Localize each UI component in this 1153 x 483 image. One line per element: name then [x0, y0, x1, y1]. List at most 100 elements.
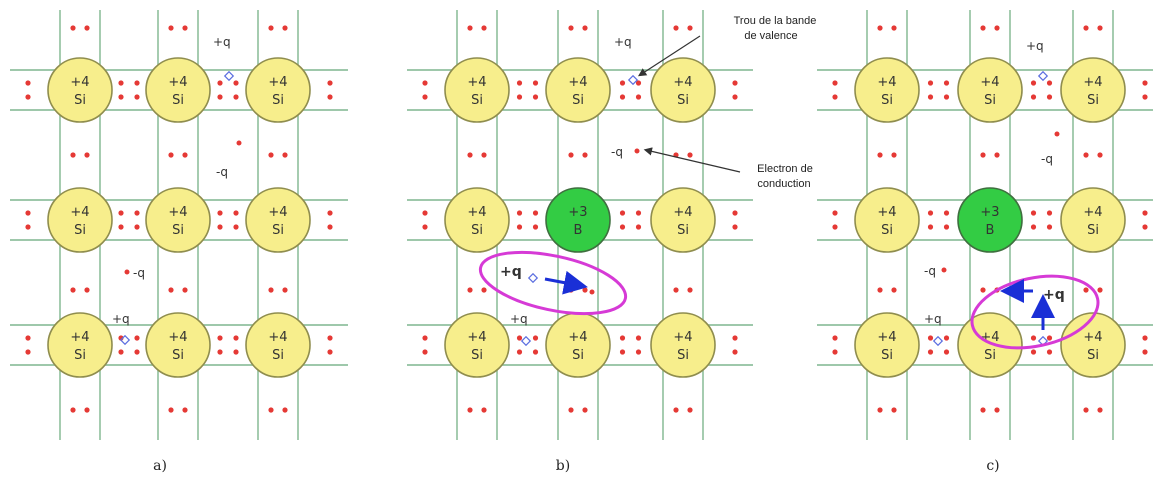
atom-symbol: Si	[74, 348, 86, 363]
bond-electron	[732, 210, 738, 216]
bond-electron	[994, 152, 1000, 158]
silicon-atom: +4Si	[444, 312, 510, 378]
bond-electron	[118, 224, 124, 230]
bond-electron	[1030, 224, 1037, 230]
bond-electron	[467, 152, 473, 158]
atom-circle	[47, 57, 113, 123]
bond-electron	[118, 349, 124, 355]
panel-a: +4Si+4Si+4Si+4Si+4Si+4Si+4Si+4Si+4Si +q …	[10, 10, 348, 474]
bond-electron	[582, 152, 588, 158]
bond-electron	[980, 287, 986, 293]
atom-symbol: Si	[471, 348, 483, 363]
bond-electron	[481, 25, 487, 31]
silicon-atom: +4Si	[47, 187, 113, 253]
atom-symbol: B	[986, 223, 995, 238]
bond-electron	[877, 287, 883, 293]
bond-electron	[268, 152, 274, 158]
atom-charge: +3	[980, 205, 999, 220]
atom-charge: +4	[268, 75, 287, 90]
bond-electron	[481, 152, 487, 158]
bond-electron	[532, 349, 539, 355]
silicon-atom: +4Si	[245, 187, 311, 253]
bond-electron	[70, 287, 76, 293]
bond-electron	[233, 210, 239, 216]
bond-electron	[891, 287, 897, 293]
panel-c: +4Si+4Si+4Si+4Si+3B+4Si+4Si+4Si+4Si +q -…	[817, 10, 1153, 474]
atom-circle	[245, 187, 311, 253]
silicon-atom: +4Si	[1060, 57, 1126, 123]
bond-electron	[516, 210, 523, 216]
bond-electron	[516, 349, 523, 355]
bond-electron	[1046, 80, 1053, 86]
bond-electron	[1142, 224, 1148, 230]
bond-electron	[282, 287, 288, 293]
bond-electron	[516, 335, 523, 341]
bond-electron	[582, 287, 588, 293]
free-electron	[124, 269, 130, 275]
atom-charge: +4	[877, 330, 896, 345]
silicon-atom: +4Si	[1060, 312, 1126, 378]
silicon-atom: +4Si	[145, 57, 211, 123]
bond-electron	[943, 224, 950, 230]
bond-electron	[1046, 349, 1053, 355]
free-electron	[1054, 131, 1060, 137]
bond-electron	[927, 349, 934, 355]
hole-highlight-ellipse	[970, 274, 1100, 350]
atom-circle	[957, 312, 1023, 378]
bond-electron	[619, 210, 626, 216]
annotation-hole-line2: de valence	[744, 30, 797, 42]
atom-symbol: Si	[1087, 93, 1099, 108]
charge-label: -q	[216, 165, 228, 179]
atom-symbol: Si	[572, 348, 584, 363]
bond-electron	[582, 407, 588, 413]
bond-electron	[134, 210, 140, 216]
atom-charge: +4	[1083, 330, 1102, 345]
silicon-atom: +4Si	[854, 57, 920, 123]
hole-annotation-leader	[637, 35, 701, 77]
bond-electron	[233, 224, 239, 230]
atom-circle	[444, 312, 510, 378]
bond-electron	[687, 407, 693, 413]
bond-electron	[268, 407, 274, 413]
atom-circle	[545, 57, 611, 123]
bond-electron	[84, 287, 90, 293]
hole-marker	[527, 272, 539, 284]
bond-electron	[327, 210, 333, 216]
atom-symbol: Si	[1087, 348, 1099, 363]
bond-electron	[687, 287, 693, 293]
bond-electron	[877, 25, 883, 31]
bond-electron	[635, 80, 642, 86]
bond-electron	[877, 407, 883, 413]
atom-symbol: Si	[881, 223, 893, 238]
bond-electron	[422, 224, 428, 230]
bond-electron	[25, 80, 31, 86]
charge-label: +q	[213, 35, 231, 49]
atom-circle	[545, 187, 611, 253]
silicon-atom: +4Si	[444, 57, 510, 123]
annotation-hole-line1: Trou de la bande	[734, 15, 817, 27]
bond-electron	[732, 335, 738, 341]
atom-symbol: Si	[74, 223, 86, 238]
bond-electron	[168, 152, 174, 158]
charge-label: +q	[500, 264, 522, 280]
atom-charge: +4	[168, 330, 187, 345]
bond-electron	[1097, 407, 1103, 413]
bond-electron	[891, 152, 897, 158]
bond-electron	[927, 224, 934, 230]
bond-electron	[516, 80, 523, 86]
bond-electron	[118, 210, 124, 216]
bond-electron	[832, 210, 838, 216]
charge-label: +q	[112, 312, 130, 326]
silicon-atom: +4Si	[47, 312, 113, 378]
atom-symbol: Si	[172, 223, 184, 238]
atom-charge: +4	[268, 330, 287, 345]
silicon-atom: +4Si	[957, 57, 1023, 123]
atom-circle	[545, 312, 611, 378]
hole-marker	[119, 334, 131, 346]
free-electron	[941, 267, 947, 273]
boron-atom: +3B	[545, 187, 611, 253]
bond-electron	[732, 80, 738, 86]
atom-charge: +4	[70, 75, 89, 90]
atom-symbol: Si	[272, 348, 284, 363]
silicon-atom: +4Si	[650, 57, 716, 123]
